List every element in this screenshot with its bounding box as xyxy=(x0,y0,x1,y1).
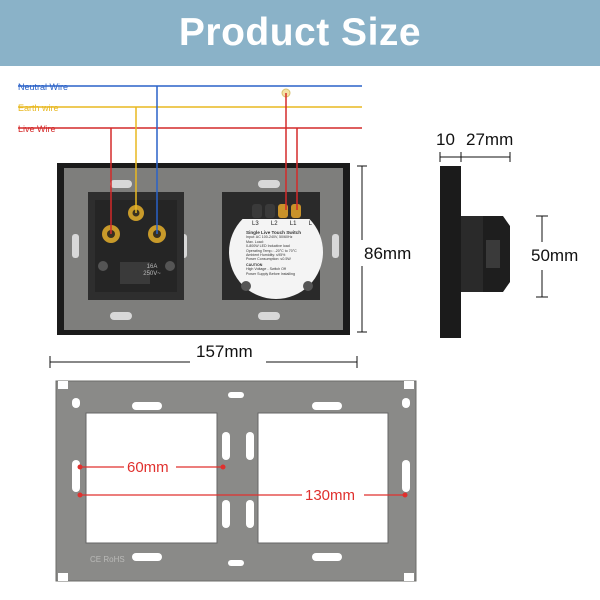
side-profile-module xyxy=(461,216,483,292)
header-banner xyxy=(0,0,600,66)
side-profile-panel xyxy=(440,166,461,338)
module-height-label: 50mm xyxy=(531,246,579,265)
depth-back-label: 27mm xyxy=(466,130,514,149)
spec-line: Ambient Humidity: ≤95% xyxy=(246,253,286,258)
spec-line: Input: AC 100-240V, 50/60Hz xyxy=(246,235,293,240)
socket-rating: 16A 250V~ xyxy=(143,264,161,277)
switch-label-disc xyxy=(229,205,323,299)
terminal-label: L2 xyxy=(270,221,278,227)
caution-line: CAUTION xyxy=(246,262,263,267)
caution-line: Power Supply Before Installing xyxy=(246,271,295,276)
spec-line: Max. Load: xyxy=(246,239,264,244)
spec-line: Power Consumption: ≤0.5W xyxy=(246,257,291,262)
width-label: 157mm xyxy=(196,342,253,361)
terminal-label: L xyxy=(308,221,312,227)
neutral-wire-label: Neutral Wire xyxy=(18,82,69,92)
switch-module-label: Single Live Touch Switch Input: AC 100-2… xyxy=(246,230,312,276)
hole-spacing-label: 60mm xyxy=(127,459,169,476)
height-label: 86mm xyxy=(364,244,412,263)
total-spacing-label: 130mm xyxy=(305,487,356,504)
live-wire-label: Live Wire xyxy=(18,124,56,134)
caution-line: High Voltage - Switch Off xyxy=(246,267,286,272)
switch-terminal-labels: L3 L2 L1 L xyxy=(252,221,312,227)
depth-front-label: 10 xyxy=(436,130,455,149)
switch-title: Single Live Touch Switch xyxy=(246,230,302,235)
earth-wire-label: Earth wire xyxy=(18,103,59,113)
spec-line: 0-800W LED Inductive load xyxy=(246,244,290,249)
frame-opening-left xyxy=(85,412,218,544)
spec-line: Operating Temp.: -20°C to 70°C xyxy=(246,248,297,253)
frame-marking: CE RoHS xyxy=(90,555,125,564)
terminal-label: L3 xyxy=(252,221,259,227)
frame-opening-right xyxy=(257,412,389,544)
page-title: Product Size xyxy=(178,11,422,54)
terminal-label: L1 xyxy=(289,221,297,227)
